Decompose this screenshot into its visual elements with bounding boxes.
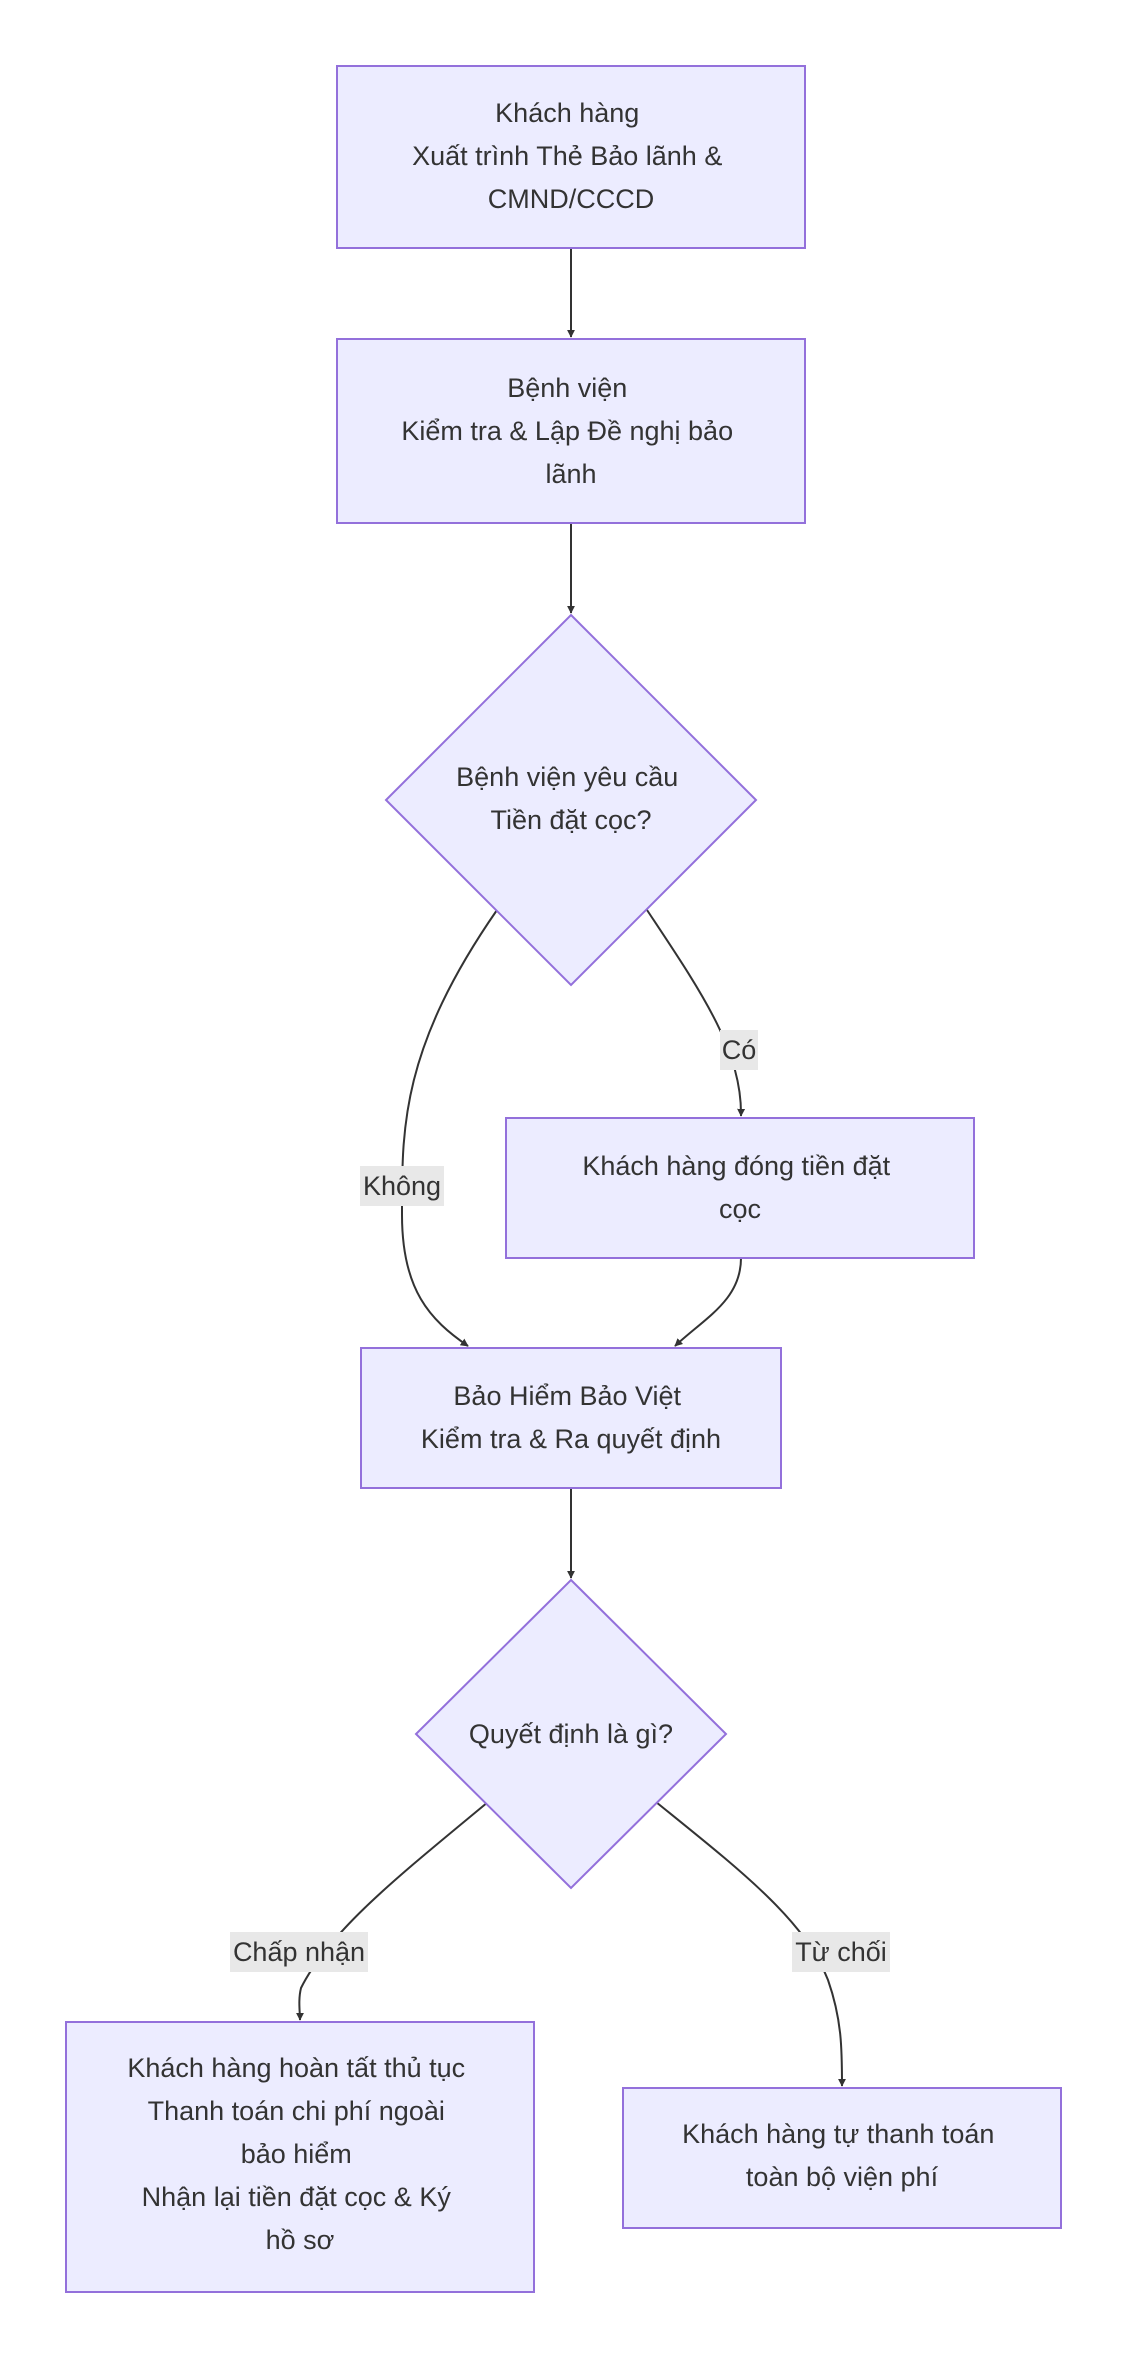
node-approved-line-5: hồ sơ bbox=[266, 2225, 335, 2255]
node-start-text: Khách hàng Xuất trình Thẻ Bảo lãnh & CMN… bbox=[412, 98, 730, 214]
node-rejected: Khách hàng tự thanh toán toàn bộ viện ph… bbox=[622, 2087, 1062, 2229]
node-pay-deposit-line-1: Khách hàng đóng tiền đặt bbox=[582, 1151, 890, 1181]
edge-label-yes: Có bbox=[720, 1030, 758, 1070]
node-decision-question-text: Quyết định là gì? bbox=[469, 1719, 673, 1749]
node-start-line-3: CMND/CCCD bbox=[488, 184, 654, 214]
node-deposit-question-text: Bệnh viện yêu cầu Tiền đặt cọc? bbox=[456, 762, 686, 835]
node-insurer-line-2: Kiểm tra & Ra quyết định bbox=[421, 1424, 721, 1454]
node-decision-question: Quyết định là gì? bbox=[414, 1578, 728, 1890]
node-approved-line-4: Nhận lại tiền đặt cọc & Ký bbox=[142, 2182, 452, 2212]
edge-deposit-no bbox=[400, 909, 498, 1347]
node-pay-deposit: Khách hàng đóng tiền đặt cọc bbox=[505, 1117, 975, 1259]
node-pay-deposit-line-2: cọc bbox=[719, 1194, 761, 1224]
node-hospital-line-1: Bệnh viện bbox=[507, 373, 627, 403]
node-approved-line-3: bảo hiểm bbox=[241, 2139, 352, 2169]
node-approved: Khách hàng hoàn tất thủ tục Thanh toán c… bbox=[65, 2021, 535, 2293]
node-start: Khách hàng Xuất trình Thẻ Bảo lãnh & CMN… bbox=[336, 65, 806, 249]
edge-label-accept-text: Chấp nhận bbox=[233, 1937, 365, 1967]
node-rejected-line-1: Khách hàng tự thanh toán bbox=[682, 2119, 994, 2149]
edge-label-reject-text: Từ chối bbox=[795, 1937, 887, 1967]
node-rejected-line-2: toàn bộ viện phí bbox=[746, 2162, 939, 2192]
node-hospital: Bệnh viện Kiểm tra & Lập Đề nghị bảo lãn… bbox=[336, 338, 806, 524]
edge-deposit-yes bbox=[646, 909, 746, 1117]
edge-label-no-text: Không bbox=[363, 1171, 441, 1201]
node-hospital-line-2: Kiểm tra & Lập Đề nghị bảo bbox=[401, 416, 733, 446]
node-hospital-line-3: lãnh bbox=[545, 459, 596, 489]
node-approved-line-2: Thanh toán chi phí ngoài bbox=[148, 2096, 445, 2126]
node-decision-question-line-1: Quyết định là gì? bbox=[469, 1719, 673, 1749]
node-insurer-text: Bảo Hiểm Bảo Việt Kiểm tra & Ra quyết đị… bbox=[421, 1381, 721, 1454]
node-start-line-2: Xuất trình Thẻ Bảo lãnh & bbox=[412, 141, 722, 171]
node-deposit-question-line-2: Tiền đặt cọc? bbox=[490, 805, 651, 835]
node-deposit-question-line-1: Bệnh viện yêu cầu bbox=[456, 762, 678, 792]
node-rejected-text: Khách hàng tự thanh toán toàn bộ viện ph… bbox=[682, 2119, 1002, 2192]
node-insurer-line-1: Bảo Hiểm Bảo Việt bbox=[453, 1381, 681, 1411]
node-insurer: Bảo Hiểm Bảo Việt Kiểm tra & Ra quyết đị… bbox=[360, 1347, 782, 1489]
edge-label-no: Không bbox=[360, 1166, 444, 1206]
node-hospital-text: Bệnh viện Kiểm tra & Lập Đề nghị bảo lãn… bbox=[401, 373, 740, 489]
edge-label-reject: Từ chối bbox=[792, 1932, 890, 1972]
node-pay-deposit-text: Khách hàng đóng tiền đặt cọc bbox=[582, 1151, 897, 1224]
node-approved-line-1: Khách hàng hoàn tất thủ tục bbox=[127, 2053, 465, 2083]
node-approved-text: Khách hàng hoàn tất thủ tục Thanh toán c… bbox=[127, 2053, 472, 2255]
node-deposit-question: Bệnh viện yêu cầu Tiền đặt cọc? bbox=[384, 613, 758, 987]
edge-label-accept: Chấp nhận bbox=[230, 1932, 368, 1972]
edge-label-yes-text: Có bbox=[722, 1035, 757, 1065]
edge-pay-to-insurer bbox=[674, 1257, 742, 1347]
edge-decision-accept bbox=[295, 1801, 489, 2021]
node-start-line-1: Khách hàng bbox=[495, 98, 639, 128]
